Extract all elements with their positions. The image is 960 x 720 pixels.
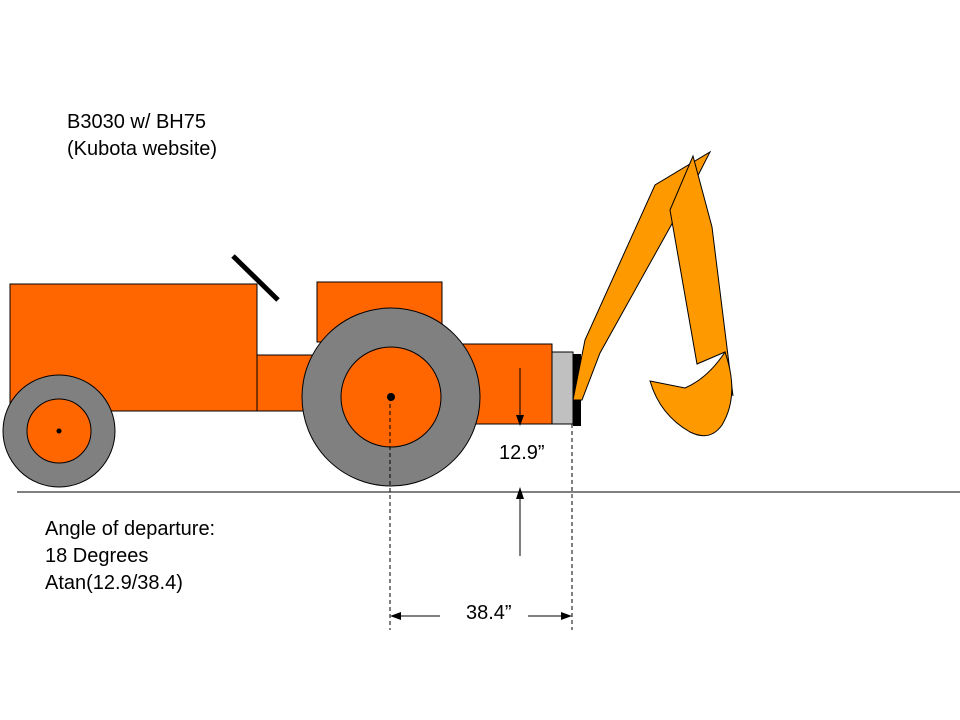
height-arrow-top-head [516, 415, 524, 426]
backhoe-mount-plate [551, 351, 574, 425]
backhoe-bucket [649, 350, 733, 437]
height-label: 12.9” [499, 442, 545, 464]
note-line-3: Atan(12.9/38.4) [45, 572, 183, 594]
note-line-1: Angle of departure: [45, 518, 216, 540]
rear-axle-dot [387, 393, 395, 401]
front-axle-dot [56, 428, 62, 434]
title-line-2: (Kubota website) [67, 138, 218, 160]
distance-label: 38.4” [466, 602, 512, 624]
distance-arrow-right-head [561, 612, 572, 620]
steering-wheel [231, 254, 280, 302]
title-line-1: B3030 w/ BH75 [67, 111, 206, 133]
height-arrow-bottom-head [516, 487, 524, 499]
backhoe-dipper-arm [669, 154, 734, 397]
note-line-2: 18 Degrees [45, 545, 149, 567]
distance-arrow-left-head [390, 612, 401, 620]
